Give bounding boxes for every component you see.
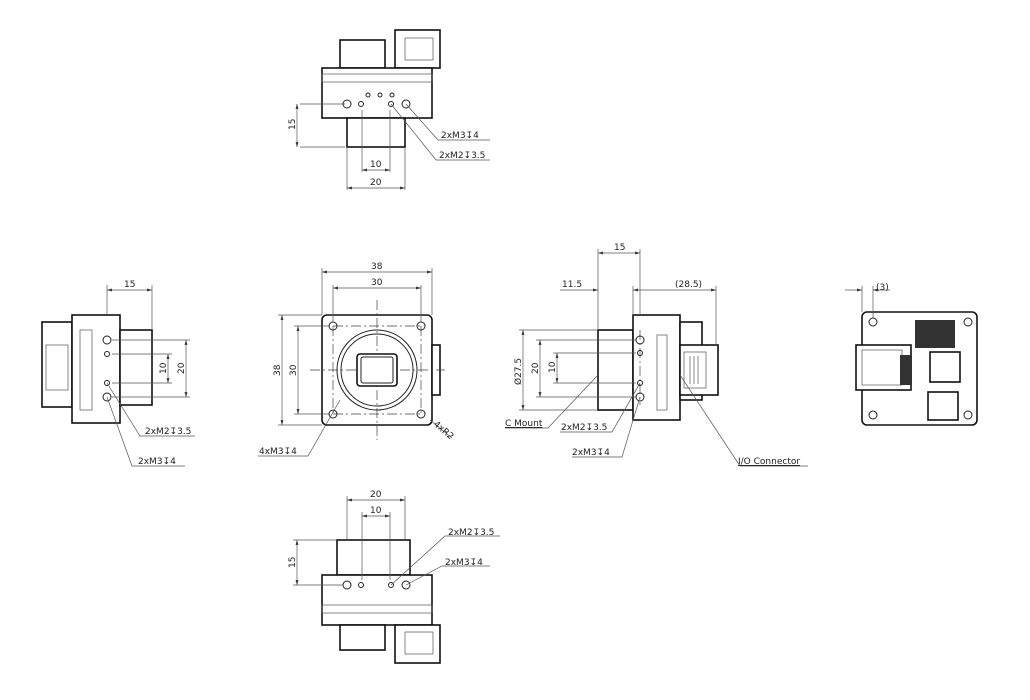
dim-hole-height: 30 xyxy=(289,364,299,376)
label-io-connector: I/O Connector xyxy=(738,457,800,467)
label-corner-radius: 4xR2 xyxy=(431,420,455,442)
left-view: 15 10 20 2xM2↧3.5 2xM3↧4 xyxy=(41,280,195,467)
dim-offset: (3) xyxy=(876,283,889,293)
label-m3-holes: 2xM3↧4 xyxy=(445,558,483,568)
dim-height: 38 xyxy=(273,364,283,376)
label-c-mount: C Mount xyxy=(505,419,543,429)
back-view: (3) xyxy=(845,283,978,426)
dim-outer: 20 xyxy=(177,362,187,374)
label-m3-holes: 2xM3↧4 xyxy=(572,448,610,458)
dim-depth: 15 xyxy=(124,280,135,290)
label-mount-holes: 4xM3↧4 xyxy=(259,447,297,457)
label-m3-holes: 2xM3↧4 xyxy=(138,457,176,467)
dim-inner: 10 xyxy=(370,160,382,170)
dim-overall: (28.5) xyxy=(675,280,702,290)
dim-width: 38 xyxy=(371,262,383,272)
dim-outer: 20 xyxy=(531,362,541,374)
label-m3-holes: 2xM3↧4 xyxy=(441,131,479,141)
dim-body: 15 xyxy=(614,243,625,253)
label-m2-holes: 2xM2↧3.5 xyxy=(439,151,485,161)
dim-outer: 20 xyxy=(370,178,382,188)
dim-height: 15 xyxy=(288,557,298,568)
label-m2-holes: 2xM2↧3.5 xyxy=(448,528,494,538)
dim-hole-width: 30 xyxy=(371,278,383,288)
label-m2-holes: 2xM2↧3.5 xyxy=(145,427,191,437)
dim-diameter: Ø27.5 xyxy=(513,358,524,385)
bottom-view: 20 10 15 2xM2↧3.5 2xM3↧4 xyxy=(288,490,500,664)
front-view: 38 30 38 30 4xM3↧4 4xR2 xyxy=(258,262,455,457)
right-view: 15 11.5 (28.5) Ø27.5 20 10 C Mount 2xM2↧… xyxy=(505,243,808,467)
dim-inner: 10 xyxy=(159,362,169,374)
dim-outer: 20 xyxy=(370,490,382,500)
dim-inner: 10 xyxy=(370,506,382,516)
dim-inner: 10 xyxy=(548,361,558,373)
label-m2-holes: 2xM2↧3.5 xyxy=(561,423,607,433)
top-view: 15 10 20 2xM3↧4 2xM2↧3.5 xyxy=(288,29,490,190)
dim-lens: 11.5 xyxy=(562,280,582,290)
dim-height: 15 xyxy=(288,119,298,130)
